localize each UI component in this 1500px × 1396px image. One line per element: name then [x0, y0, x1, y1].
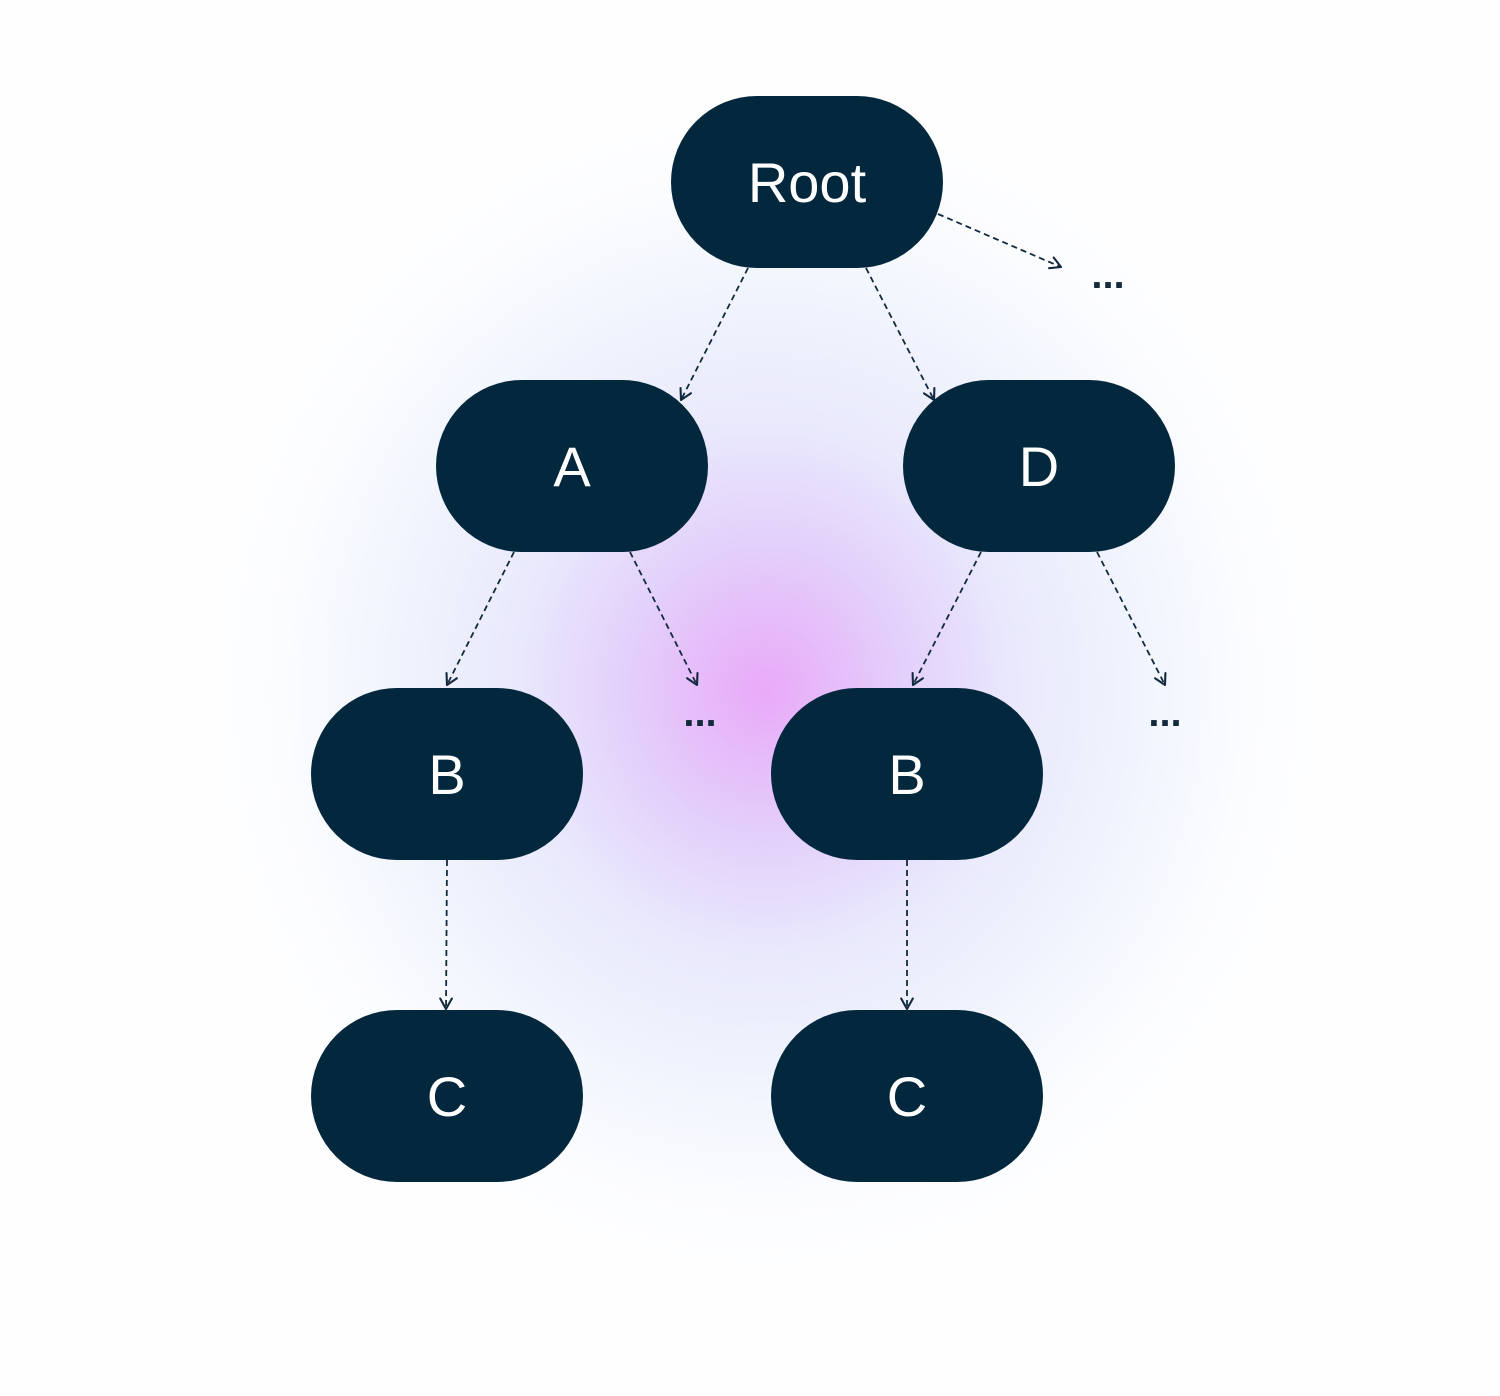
node-label-b-right: B [888, 743, 925, 806]
ellipsis-d-more: ... [1148, 691, 1181, 735]
node-shape-a [436, 380, 708, 552]
edge-root-to-a [679, 267, 749, 402]
ellipsis-root-more: ... [1091, 253, 1124, 297]
node-shape-b-right [771, 688, 1043, 860]
node-c-right: C [771, 1010, 1043, 1182]
edge-b-left-to-c-left [439, 859, 453, 1011]
edge-root-to-root-more [937, 213, 1063, 270]
node-b-left: B [311, 688, 583, 860]
node-label-a: A [553, 435, 591, 498]
edge-a-to-b-left [445, 551, 515, 687]
node-shape-root [671, 96, 943, 268]
edge-d-to-b-right [911, 551, 982, 687]
node-root: Root [671, 96, 943, 268]
node-b-right: B [771, 688, 1043, 860]
edges-layer [439, 213, 1167, 1011]
node-a: A [436, 380, 708, 552]
node-c-left: C [311, 1010, 583, 1182]
edge-d-to-d-more [1096, 551, 1167, 687]
node-shape-c-right [771, 1010, 1043, 1182]
ellipsis-a-more: ... [683, 691, 716, 735]
node-shape-d [903, 380, 1175, 552]
node-label-c-right: C [887, 1065, 927, 1128]
edge-a-to-a-more [629, 551, 699, 687]
node-shape-c-left [311, 1010, 583, 1182]
node-d: D [903, 380, 1175, 552]
node-label-root: Root [748, 151, 867, 214]
node-label-d: D [1019, 435, 1059, 498]
node-label-b-left: B [428, 743, 465, 806]
edge-root-to-d [865, 267, 936, 402]
ellipses-layer: ......... [683, 253, 1181, 735]
node-label-c-left: C [427, 1065, 467, 1128]
node-shape-b-left [311, 688, 583, 860]
